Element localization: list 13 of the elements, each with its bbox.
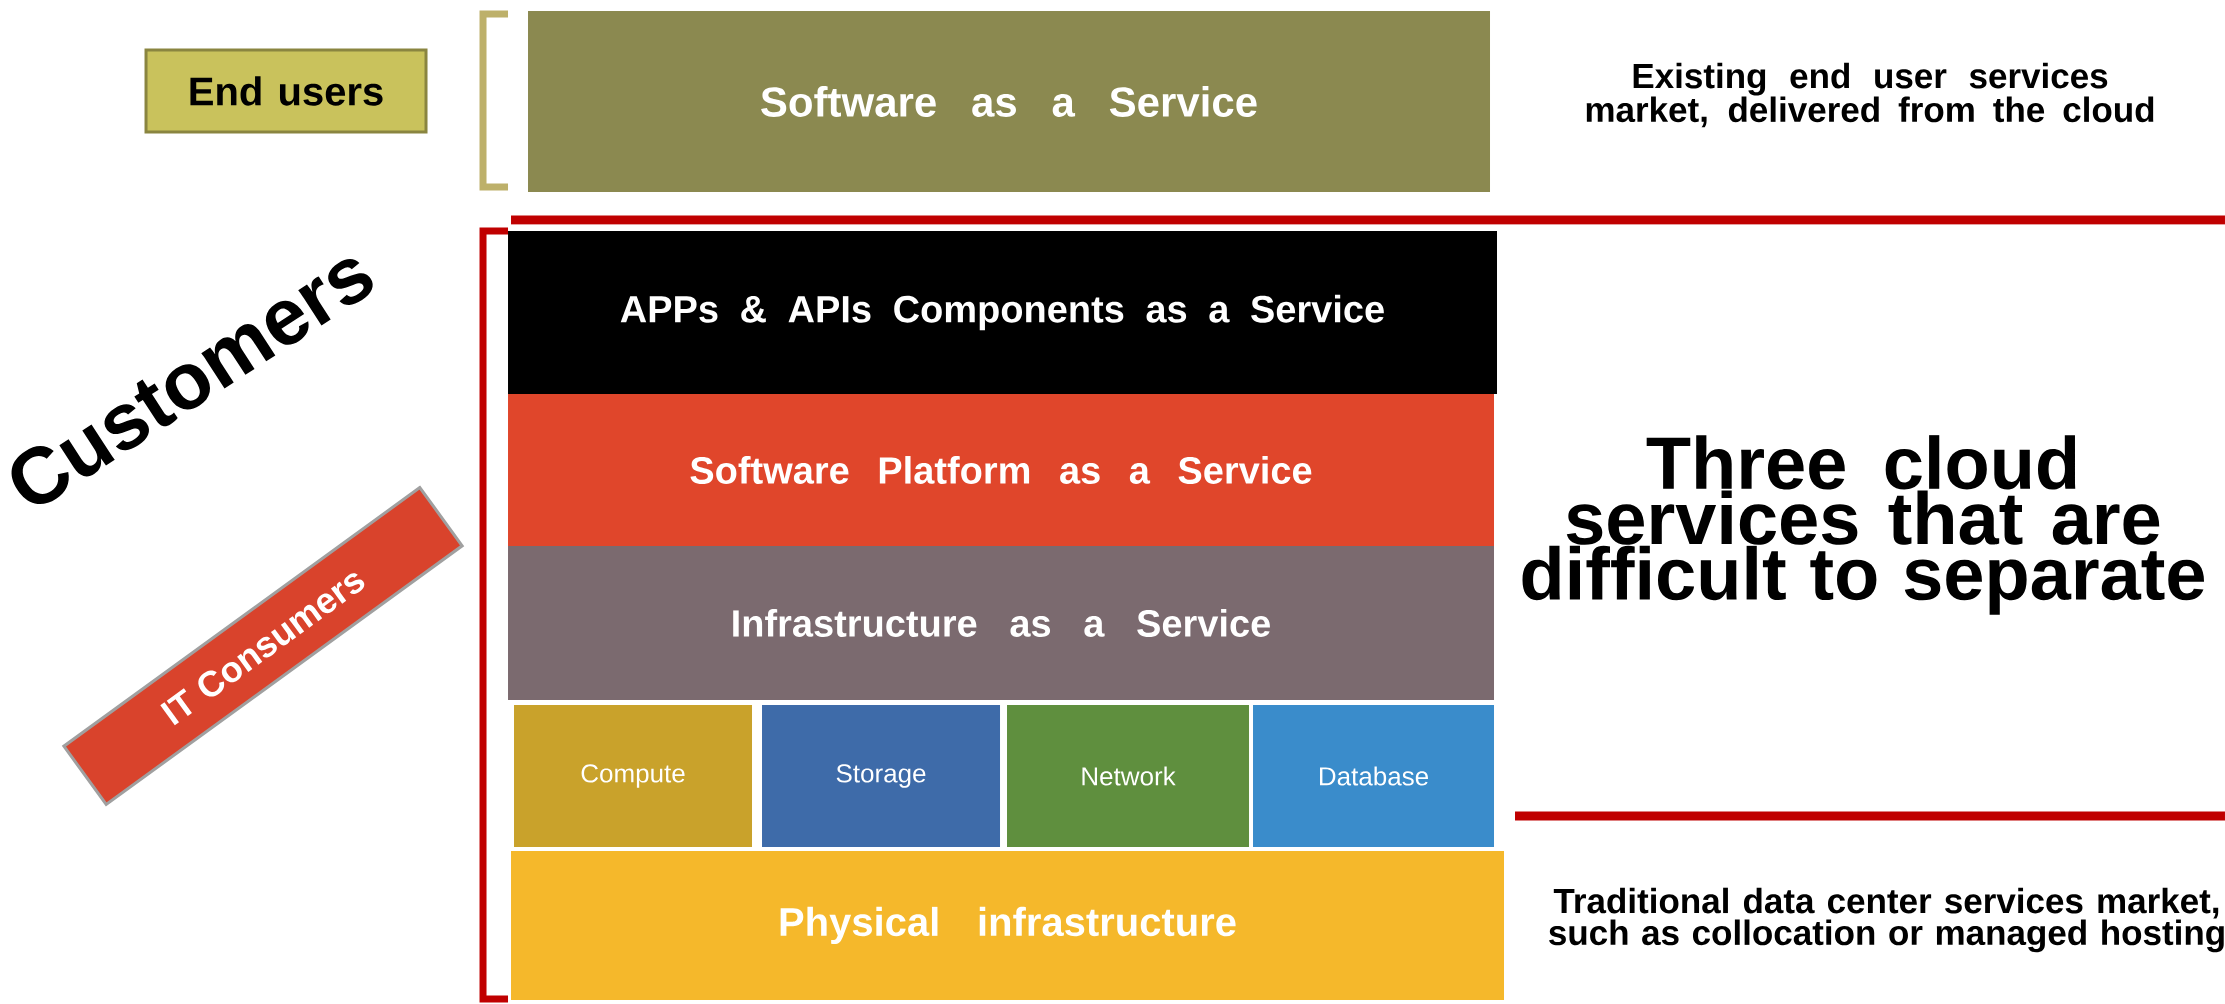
layer-box: Software Platform as a Service: [508, 394, 1494, 546]
label-button: End users: [144, 48, 428, 134]
component-box: Network: [1007, 705, 1249, 847]
note-text: Existing end user services market, delivered from the cloud: [1586, 62, 2154, 128]
component-box: Compute: [514, 705, 752, 847]
heading-text: Three cloud services that are difficult to separate: [1522, 435, 2204, 615]
layer-box: APPs & APIs Components as a Service: [508, 231, 1497, 394]
component-box: Storage: [762, 705, 1000, 847]
layer-box: Physical infrastructure: [511, 851, 1504, 1000]
layer-box: Infrastructure as a Service: [508, 546, 1494, 700]
layer-box: Software as a Service: [528, 11, 1490, 192]
component-box: Database: [1253, 705, 1494, 847]
note-text: Traditional data center services market, such as collocation or managed hosting: [1549, 887, 2224, 953]
